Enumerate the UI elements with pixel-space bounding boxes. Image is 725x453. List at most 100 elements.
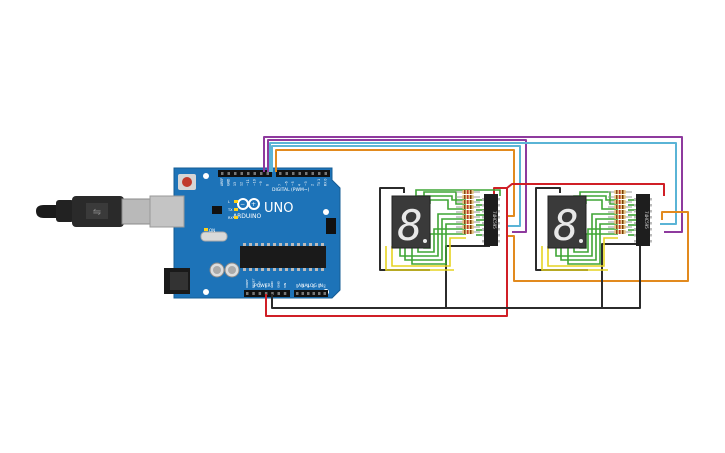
digital-header-left[interactable] xyxy=(218,170,272,177)
digital-pin-label: ~6 xyxy=(285,181,289,186)
digital-pin[interactable] xyxy=(260,172,263,175)
decimal-point xyxy=(423,239,427,243)
resistor[interactable] xyxy=(608,215,632,219)
resistor[interactable] xyxy=(608,205,632,209)
power-pin[interactable] xyxy=(258,292,262,295)
analog-header[interactable] xyxy=(294,290,328,297)
digital-pin-label: ~9 xyxy=(259,181,263,186)
digital-pin[interactable] xyxy=(247,172,250,175)
svg-text:−: − xyxy=(240,201,245,208)
yellow-wires-1 xyxy=(385,237,466,271)
digital-pin[interactable] xyxy=(266,172,270,175)
analog-pin[interactable] xyxy=(312,292,316,295)
digital-pin[interactable] xyxy=(305,172,308,175)
wire-black-gnd[interactable] xyxy=(271,244,641,309)
wire-black-gnd-3[interactable] xyxy=(601,243,648,308)
wire-red-left[interactable] xyxy=(493,187,507,194)
wire-orange[interactable] xyxy=(275,149,515,217)
digital-pin-label: 2 xyxy=(311,184,315,186)
analog-label: ANALOG IN xyxy=(298,283,323,289)
digital-pin-label: 12 xyxy=(240,182,244,186)
wire-black-gnd-2[interactable] xyxy=(445,245,490,308)
digital-pin-label: 7 xyxy=(278,184,282,186)
digital-pin[interactable] xyxy=(221,172,224,175)
resistor[interactable] xyxy=(608,210,632,214)
decimal-point xyxy=(579,239,583,243)
digital-pin[interactable] xyxy=(253,172,257,175)
digital-header-right[interactable] xyxy=(276,170,330,177)
chip-label: 74HC595 xyxy=(492,211,497,229)
analog-pin[interactable] xyxy=(318,292,321,295)
resistor[interactable] xyxy=(608,220,632,224)
wire-purple-2[interactable] xyxy=(267,139,527,233)
digital-pin-label: ~10 xyxy=(253,179,257,186)
analog-pin[interactable] xyxy=(323,292,327,295)
power-pin-label: VIN xyxy=(283,283,287,288)
power-pin[interactable] xyxy=(283,292,287,295)
power-label: POWER xyxy=(254,283,271,289)
analog-pin[interactable] xyxy=(307,292,310,295)
resistor[interactable] xyxy=(456,210,480,214)
resistor[interactable] xyxy=(456,215,480,219)
icsp-header xyxy=(326,218,336,234)
seven-segment-display[interactable]: 8 xyxy=(391,195,431,250)
chip-label: 74HC595 xyxy=(644,211,649,229)
resistor[interactable] xyxy=(456,230,480,234)
board-led xyxy=(234,200,238,203)
power-pin[interactable] xyxy=(271,292,274,295)
digital-label: DIGITAL (PWM~) xyxy=(272,187,310,193)
resistor[interactable] xyxy=(608,195,632,199)
resistor[interactable] xyxy=(456,190,480,194)
digital-pin[interactable] xyxy=(227,172,231,175)
digital-pin[interactable] xyxy=(311,172,315,175)
digital-pin[interactable] xyxy=(234,172,237,175)
power-pin[interactable] xyxy=(264,292,268,295)
on-led-label: ON xyxy=(209,228,215,233)
wire-orange-2[interactable] xyxy=(506,211,689,282)
analog-pin-label: A1 xyxy=(301,284,305,288)
digital-pin[interactable] xyxy=(292,172,295,175)
digital-pin-label: ~5 xyxy=(291,181,295,186)
resistor[interactable] xyxy=(456,205,480,209)
digital-pin[interactable] xyxy=(285,172,289,175)
digital-pin[interactable] xyxy=(324,172,328,175)
analog-pin[interactable] xyxy=(296,292,299,295)
analog-pin-label: A2 xyxy=(306,284,310,288)
wire-cyan-2[interactable] xyxy=(271,145,521,227)
wire-cyan[interactable] xyxy=(269,142,677,225)
power-pin[interactable] xyxy=(252,292,255,295)
display-digit: 8 xyxy=(397,201,422,250)
resistor[interactable] xyxy=(456,225,480,229)
board-led-label: TX xyxy=(227,208,233,212)
arduino-logo: − + xyxy=(237,198,260,210)
digital-pin-label: TX 1 xyxy=(317,179,321,187)
digital-pin-label: 4 xyxy=(298,184,302,186)
resistor[interactable] xyxy=(608,200,632,204)
power-pin[interactable] xyxy=(246,292,249,295)
power-pin[interactable] xyxy=(277,292,281,295)
digital-pin[interactable] xyxy=(318,172,321,175)
atmega328-chip xyxy=(240,246,326,268)
resistor[interactable] xyxy=(608,230,632,234)
shift-register-chip[interactable]: 74HC595 xyxy=(634,194,652,246)
shift-register-chip[interactable]: 74HC595 xyxy=(482,194,500,246)
resistor[interactable] xyxy=(608,190,632,194)
svg-text:+: + xyxy=(251,201,256,208)
board-led xyxy=(234,216,238,219)
analog-pin[interactable] xyxy=(301,292,305,295)
display-digit: 8 xyxy=(553,201,578,250)
digital-pin-label: AREF xyxy=(220,178,224,186)
seven-segment-display[interactable]: 8 xyxy=(547,195,587,250)
wire-purple[interactable] xyxy=(263,136,683,233)
resistor[interactable] xyxy=(608,225,632,229)
power-pin-label: RESET xyxy=(251,278,255,288)
digital-pin[interactable] xyxy=(240,172,244,175)
resistor[interactable] xyxy=(456,195,480,199)
resistor[interactable] xyxy=(456,220,480,224)
resistor[interactable] xyxy=(456,200,480,204)
digital-pin-label: ~3 xyxy=(304,181,308,186)
digital-pin[interactable] xyxy=(279,172,282,175)
digital-pin[interactable] xyxy=(298,172,302,175)
